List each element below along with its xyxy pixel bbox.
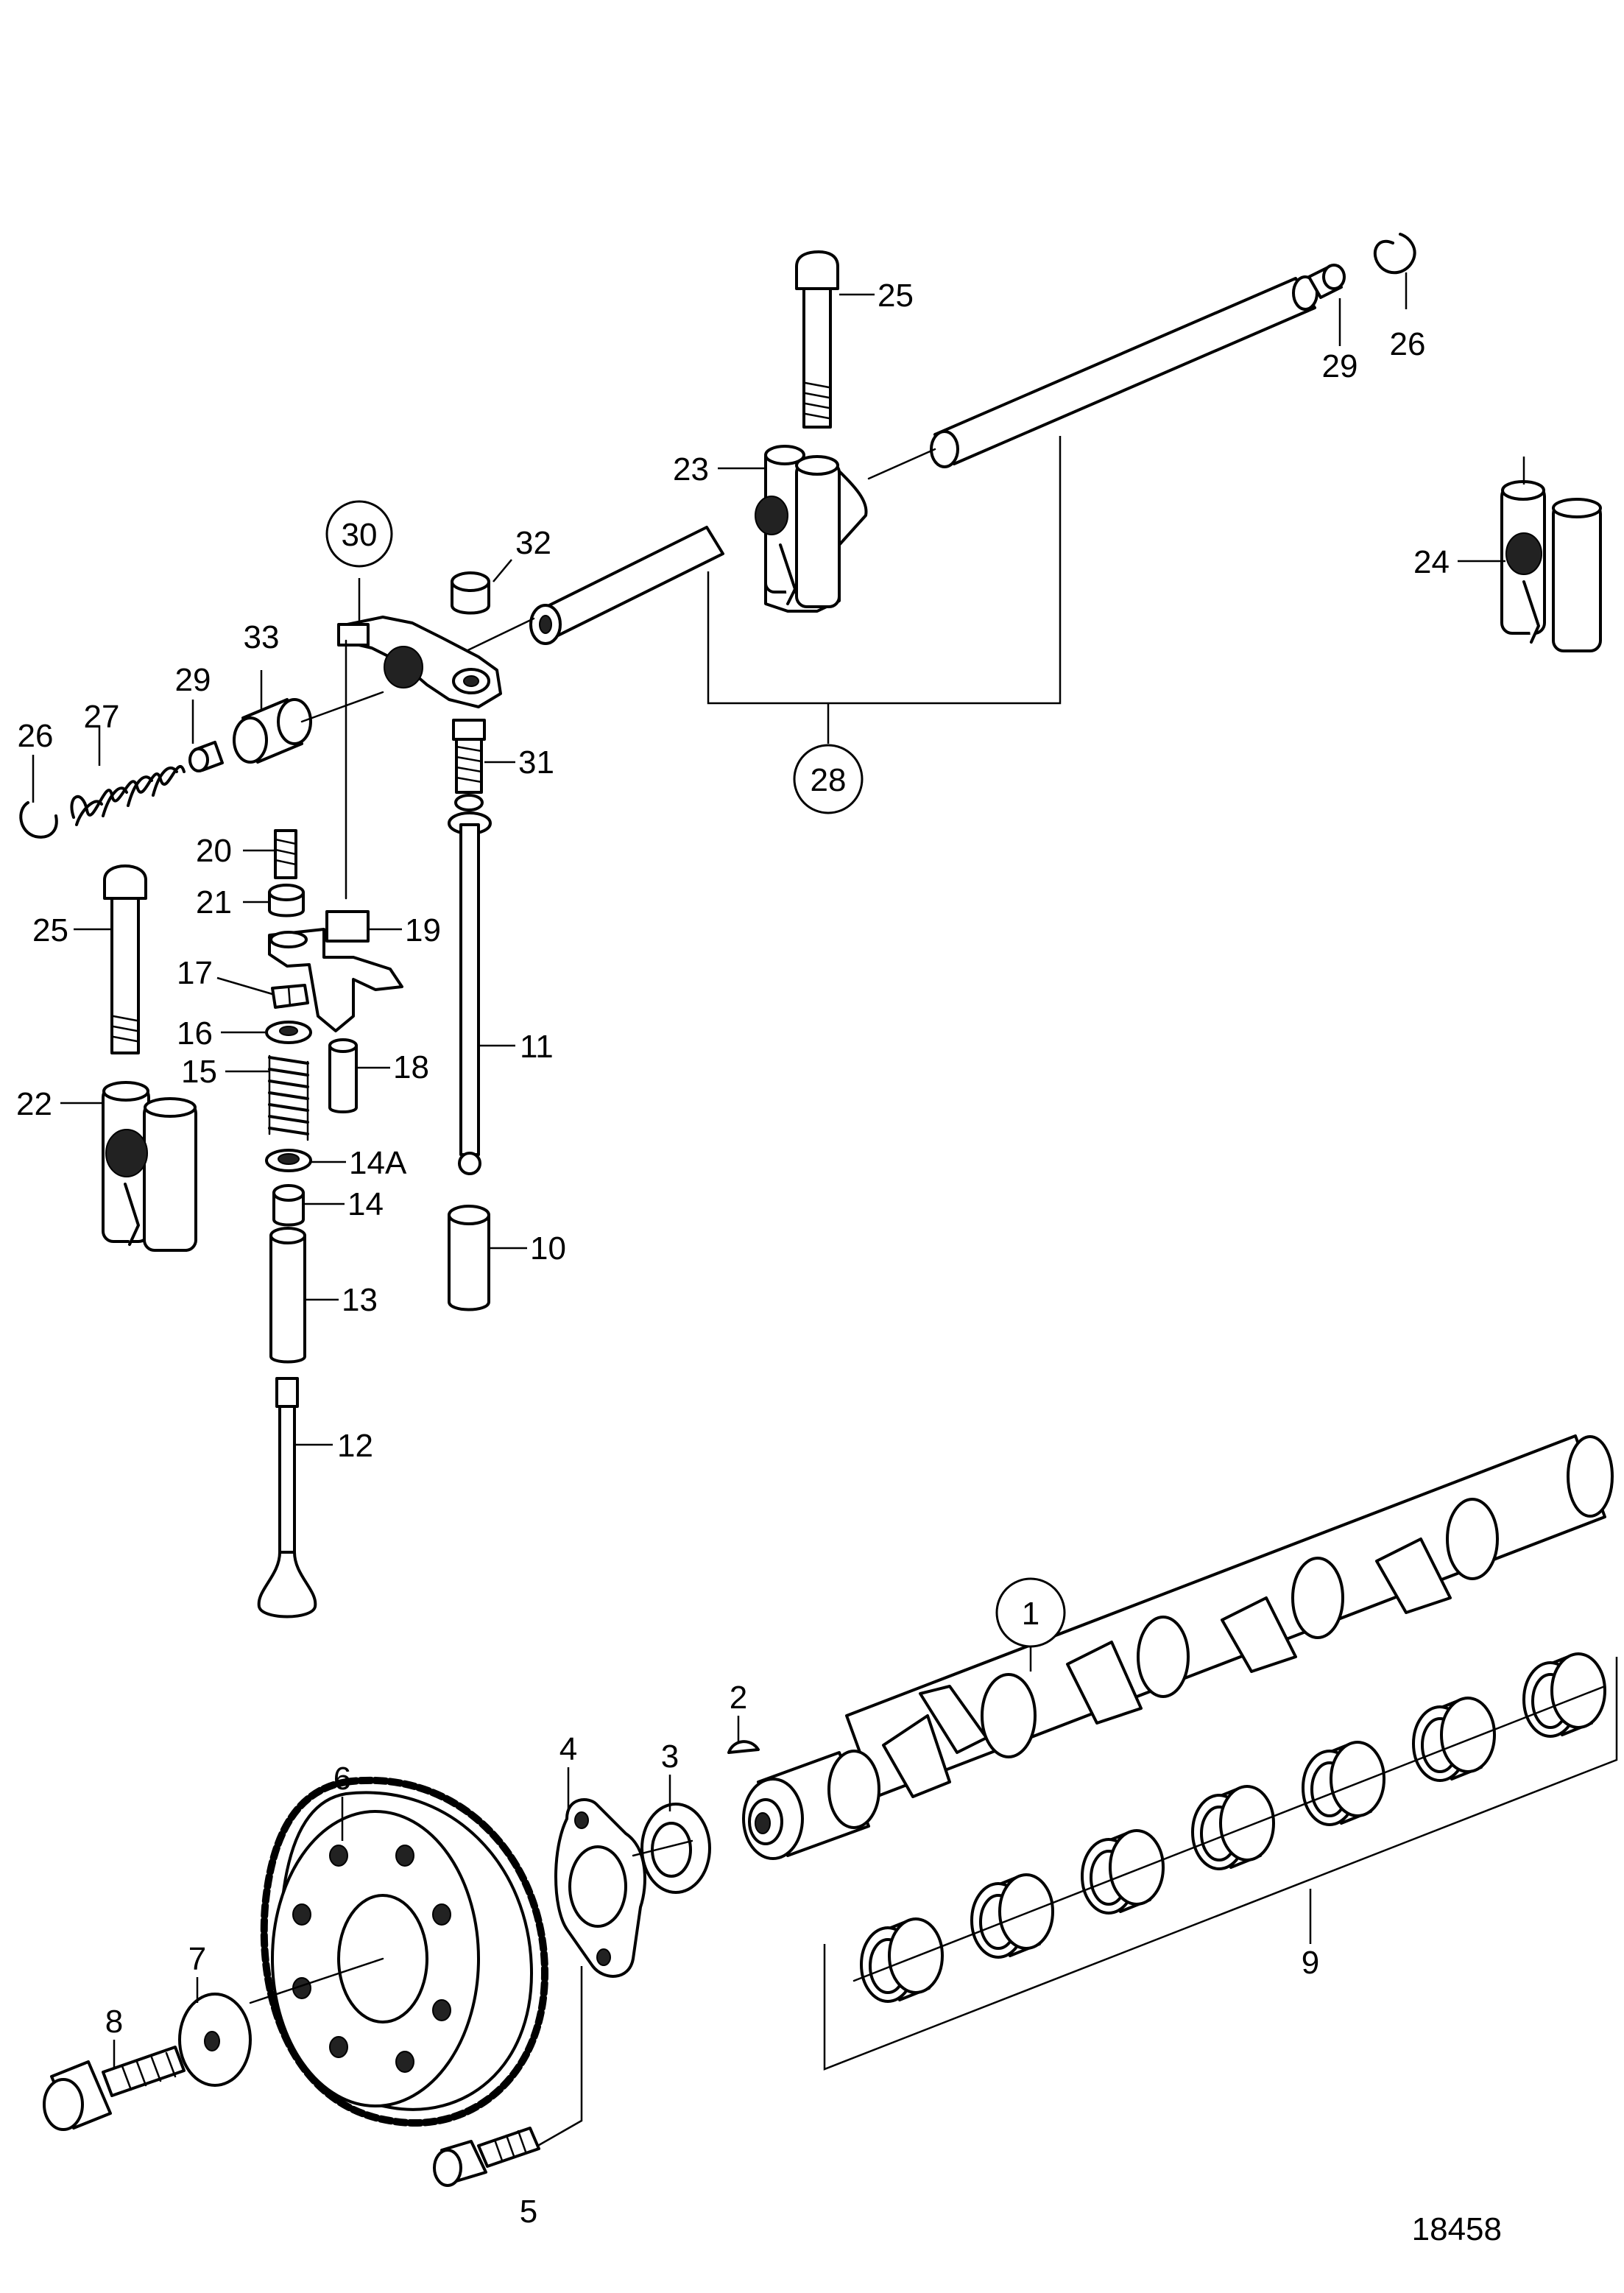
callout-circle-28 (793, 744, 864, 814)
label-1: 1 (1022, 1596, 1039, 1632)
label-13: 13 (342, 1282, 378, 1318)
bearing (1522, 1652, 1606, 1738)
bearing (860, 1917, 944, 2003)
tappet-10 (448, 1205, 490, 1311)
bearing (1191, 1785, 1275, 1870)
rocker-shaft-rear (930, 275, 1318, 468)
valve-12 (257, 1377, 317, 1619)
valve-guide-13 (269, 1227, 306, 1364)
camshaft-gear-6 (260, 1776, 548, 2127)
label-25-top: 25 (878, 278, 914, 314)
label-3: 3 (661, 1739, 679, 1775)
label-29-top: 29 (1322, 348, 1358, 384)
bolt-25-left (103, 864, 147, 1054)
bolt-5 (433, 2127, 540, 2187)
washer-7 (178, 1993, 252, 2087)
label-29-left: 29 (175, 662, 211, 698)
label-6: 6 (333, 1761, 351, 1797)
label-2: 2 (730, 1680, 747, 1716)
leader-17 (216, 976, 273, 996)
label-9: 9 (1302, 1945, 1319, 1981)
label-12: 12 (337, 1428, 373, 1464)
label-26-left: 26 (18, 718, 54, 754)
label-8: 8 (105, 2004, 123, 2040)
nut-21 (268, 884, 305, 917)
leader-5 (529, 1966, 583, 2152)
bushing-33 (233, 698, 312, 764)
thrust-plate-4 (554, 1798, 646, 1978)
valve-spring-15 (268, 1054, 309, 1141)
bolt-25-top (795, 250, 839, 429)
label-31: 31 (518, 744, 554, 781)
callout-circle-1 (995, 1577, 1066, 1648)
spacer-32 (451, 571, 490, 615)
adjusting-screw-20 (274, 829, 297, 879)
label-25-left: 25 (32, 912, 68, 948)
shaft-bracket-22 (102, 1081, 197, 1252)
valve-keepers-17 (271, 984, 309, 1009)
bearing (970, 1873, 1054, 1959)
pin-18 (328, 1038, 358, 1113)
label-14a: 14A (349, 1145, 407, 1181)
bracket-9 (823, 1657, 1618, 2071)
thrust-washer-3 (640, 1803, 711, 1894)
spring-27 (70, 764, 186, 826)
label-28: 28 (811, 762, 847, 798)
label-14: 14 (347, 1186, 384, 1222)
label-10: 10 (530, 1230, 566, 1267)
callout-circle-30 (325, 500, 393, 568)
circlip-26-left (19, 801, 58, 839)
pushrod-11 (448, 811, 492, 1175)
axis-line (852, 1685, 1606, 1982)
label-24: 24 (1413, 544, 1450, 580)
adjusting-screw-31 (452, 719, 486, 811)
label-26-top: 26 (1390, 326, 1426, 362)
rocker-arm-30 (337, 616, 502, 708)
bearing (1081, 1829, 1165, 1915)
label-7: 7 (188, 1941, 206, 1977)
label-27: 27 (84, 699, 120, 735)
leader-32 (493, 559, 512, 582)
label-21: 21 (196, 884, 232, 920)
label-23: 23 (673, 451, 709, 487)
label-11: 11 (520, 1029, 554, 1065)
shaft-plug-29-left (188, 741, 224, 772)
label-16: 16 (177, 1015, 213, 1052)
shaft-bracket-23 (755, 445, 868, 613)
label-19: 19 (405, 912, 441, 948)
axis-line (632, 1839, 693, 1857)
shaft-plug-29-top (1307, 264, 1346, 299)
axis-line (867, 448, 936, 480)
bolt-8 (43, 2046, 186, 2131)
label-32: 32 (515, 525, 551, 561)
spring-seat-14a (265, 1149, 312, 1172)
label-17: 17 (177, 955, 213, 991)
label-20: 20 (196, 833, 232, 869)
valve-stem-seal-14 (272, 1184, 305, 1227)
label-33: 33 (244, 619, 280, 655)
shaft-bracket-24 (1500, 480, 1602, 652)
bracket-28 (707, 436, 1062, 705)
figure-number: 18458 (1412, 2211, 1502, 2247)
bearing (1302, 1741, 1385, 1826)
label-5: 5 (520, 2194, 537, 2230)
circlip-26-top (1373, 233, 1416, 275)
camshaft-1 (742, 1434, 1614, 1860)
rocker-shaft-front (529, 526, 724, 645)
label-22: 22 (16, 1086, 52, 1122)
valve-bridge-19 (268, 910, 403, 1032)
axis-line (300, 691, 384, 723)
label-18: 18 (393, 1049, 429, 1085)
spring-retainer-16 (265, 1021, 312, 1044)
axis-line (249, 1957, 384, 2004)
bearing (1412, 1697, 1496, 1782)
label-4: 4 (559, 1731, 577, 1767)
woodruff-key-2 (727, 1740, 760, 1754)
label-15: 15 (181, 1054, 217, 1090)
label-30: 30 (342, 517, 378, 553)
